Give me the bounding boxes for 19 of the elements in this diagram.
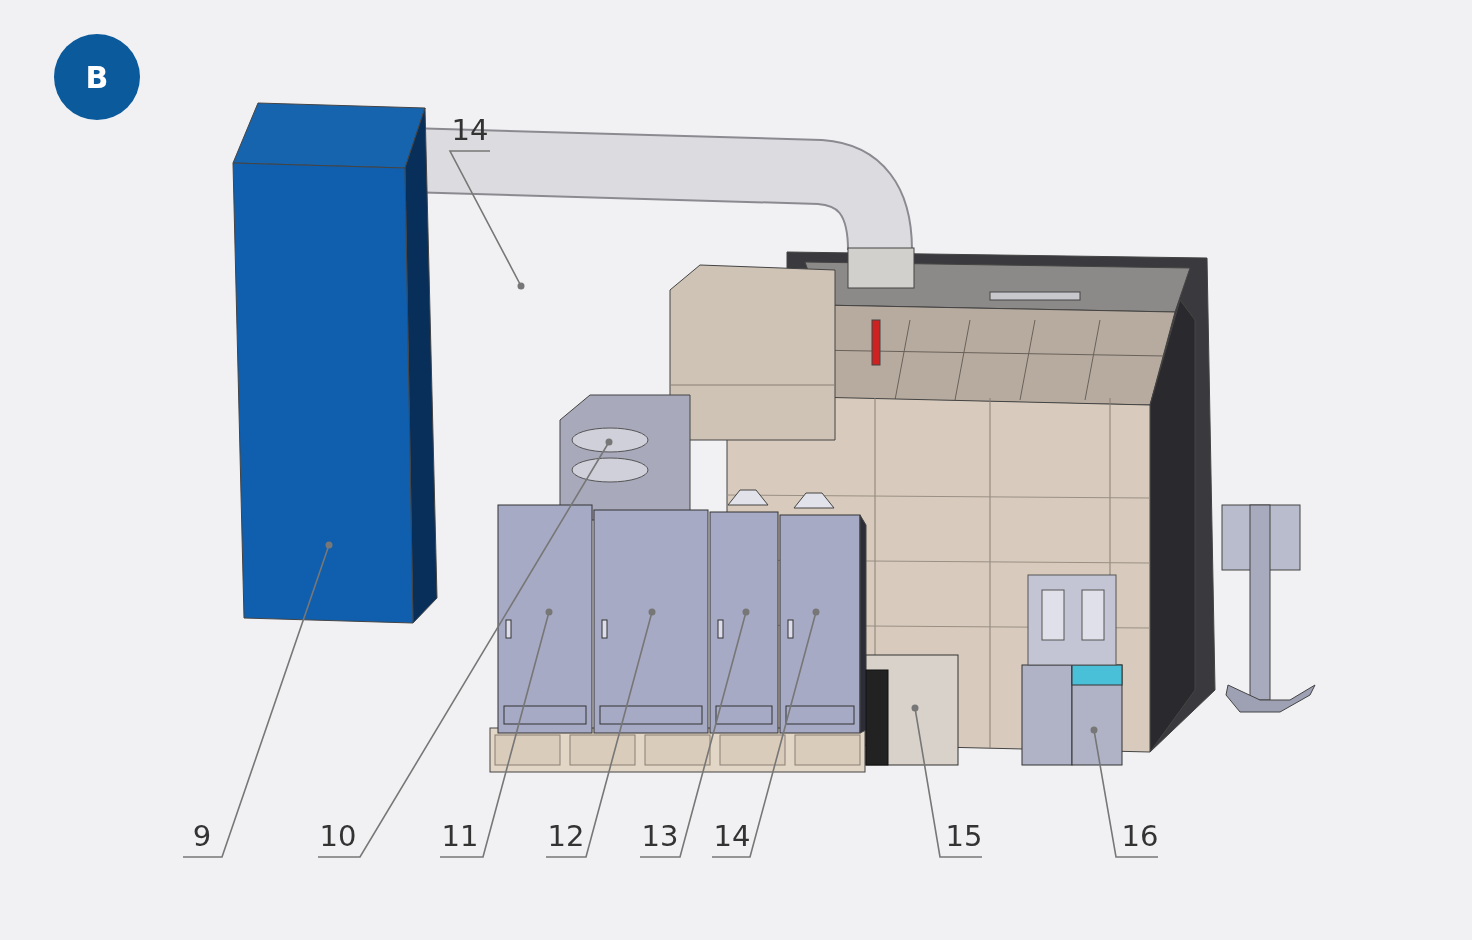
callout-number: 16 bbox=[1116, 821, 1164, 857]
callout-number: 9 bbox=[180, 821, 224, 857]
callout-number: 14 bbox=[446, 115, 494, 151]
leader-line bbox=[545, 608, 656, 858]
callout-number: 10 bbox=[314, 821, 362, 857]
leader-line bbox=[182, 541, 333, 858]
leader-line bbox=[711, 608, 820, 858]
panel-badge: B bbox=[54, 34, 140, 120]
leader-line bbox=[448, 150, 525, 290]
callout-number: 15 bbox=[940, 821, 988, 857]
callout-number: 11 bbox=[436, 821, 484, 857]
leader-line bbox=[1090, 726, 1159, 858]
callout-number: 14 bbox=[708, 821, 756, 857]
leader-line bbox=[317, 438, 613, 858]
leader-line bbox=[911, 704, 983, 858]
callout-number: 12 bbox=[542, 821, 590, 857]
leader-line bbox=[439, 608, 553, 858]
leader-line bbox=[639, 608, 750, 858]
callout-number: 13 bbox=[636, 821, 684, 857]
